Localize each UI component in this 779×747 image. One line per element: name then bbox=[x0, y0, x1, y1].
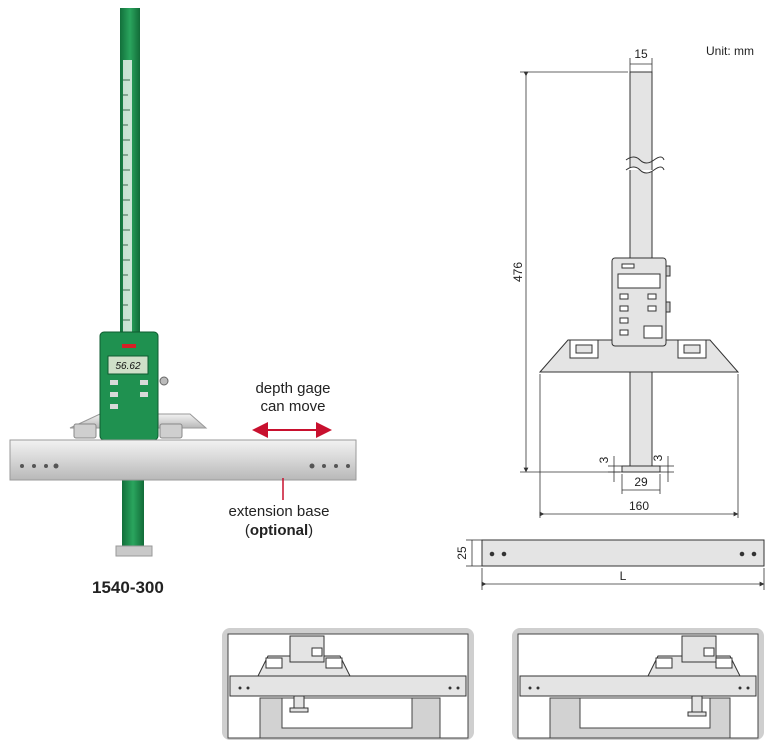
break-line bbox=[625, 166, 665, 174]
hole-icon bbox=[739, 551, 745, 557]
button-icon bbox=[619, 317, 629, 324]
clamp-window bbox=[683, 344, 701, 354]
dim-tip-left-label: 3 bbox=[597, 456, 611, 463]
ext-label-line2: (optional) bbox=[204, 521, 354, 540]
depth-gage-photo: 56.62 bbox=[9, 8, 357, 557]
dim-top-width bbox=[629, 58, 653, 72]
button-icon bbox=[619, 329, 629, 336]
button-icon bbox=[140, 392, 148, 397]
dim-tip-width-label: 29 bbox=[634, 475, 648, 489]
button-icon bbox=[110, 380, 118, 385]
drawing-tip bbox=[621, 465, 661, 473]
usage-inset-left bbox=[222, 628, 474, 740]
brand-plate bbox=[122, 344, 136, 348]
brand-plate bbox=[621, 263, 635, 269]
extension-base-bar bbox=[9, 439, 357, 481]
dim-tip-right-label: 3 bbox=[651, 454, 665, 461]
move-label-line2: can move bbox=[260, 398, 326, 415]
button-icon bbox=[647, 293, 657, 300]
hole-icon bbox=[501, 551, 507, 557]
extension-label: extension base (optional) bbox=[204, 502, 354, 540]
dim-ext-height-label: 25 bbox=[455, 546, 469, 560]
hole-icon bbox=[309, 463, 315, 469]
ext-label-line1: extension base bbox=[228, 503, 330, 520]
move-label: depth gage can move bbox=[238, 380, 348, 416]
battery-cover bbox=[643, 325, 663, 339]
unit-label: Unit: mm bbox=[706, 44, 754, 58]
hole-icon bbox=[322, 464, 326, 468]
ext-label-open: ( bbox=[244, 522, 250, 539]
dim-top-width-label: 15 bbox=[634, 47, 648, 61]
beam-graduations bbox=[123, 79, 130, 321]
ext-bar bbox=[481, 539, 765, 567]
unit-buttons bbox=[110, 380, 148, 409]
ext-label-close: ) bbox=[308, 522, 314, 539]
base-clamp-left bbox=[73, 423, 97, 439]
usage-inset-right bbox=[512, 628, 764, 740]
lock-screw-icon bbox=[159, 376, 169, 386]
lower-beam bbox=[122, 470, 144, 552]
extension-holes-left bbox=[20, 463, 59, 469]
dim-height-label: 476 bbox=[511, 262, 525, 282]
model-label: 1540-300 bbox=[92, 578, 164, 597]
break-line bbox=[625, 156, 665, 164]
hole-icon bbox=[53, 463, 59, 469]
button-icon bbox=[619, 293, 629, 300]
move-label-line1: depth gage bbox=[255, 380, 331, 397]
extension-holes-right bbox=[309, 463, 350, 469]
drawing-lcd bbox=[617, 273, 661, 289]
digital-unit bbox=[99, 331, 159, 441]
button-icon bbox=[140, 380, 148, 385]
hole-icon bbox=[44, 464, 48, 468]
knob-icon bbox=[665, 301, 671, 313]
lcd-display bbox=[107, 355, 149, 375]
ext-label-bold: optional bbox=[249, 522, 309, 539]
hole-icon bbox=[20, 464, 24, 468]
knob-icon bbox=[665, 265, 671, 277]
measuring-tip bbox=[115, 545, 153, 557]
dim-height bbox=[520, 71, 628, 473]
hole-icon bbox=[489, 551, 495, 557]
button-icon bbox=[110, 392, 118, 397]
dim-base-width-label: 160 bbox=[629, 499, 649, 513]
dim-ext-length-label: L bbox=[620, 569, 627, 583]
dim-ext-length bbox=[481, 568, 765, 590]
dim-base-width bbox=[539, 374, 739, 518]
hole-icon bbox=[346, 464, 350, 468]
button-icon bbox=[647, 305, 657, 312]
dim-tip bbox=[608, 456, 674, 494]
dim-ext-height bbox=[466, 539, 482, 567]
hole-icon bbox=[334, 464, 338, 468]
button-icon bbox=[110, 404, 118, 409]
clamp-window bbox=[575, 344, 593, 354]
button-icon bbox=[619, 305, 629, 312]
extension-base-drawing bbox=[466, 539, 765, 590]
front-view-drawing bbox=[520, 58, 740, 518]
hole-icon bbox=[751, 551, 757, 557]
lcd-reading: 56.62 bbox=[115, 361, 140, 372]
base-clamp-right bbox=[159, 423, 183, 439]
hole-icon bbox=[32, 464, 36, 468]
